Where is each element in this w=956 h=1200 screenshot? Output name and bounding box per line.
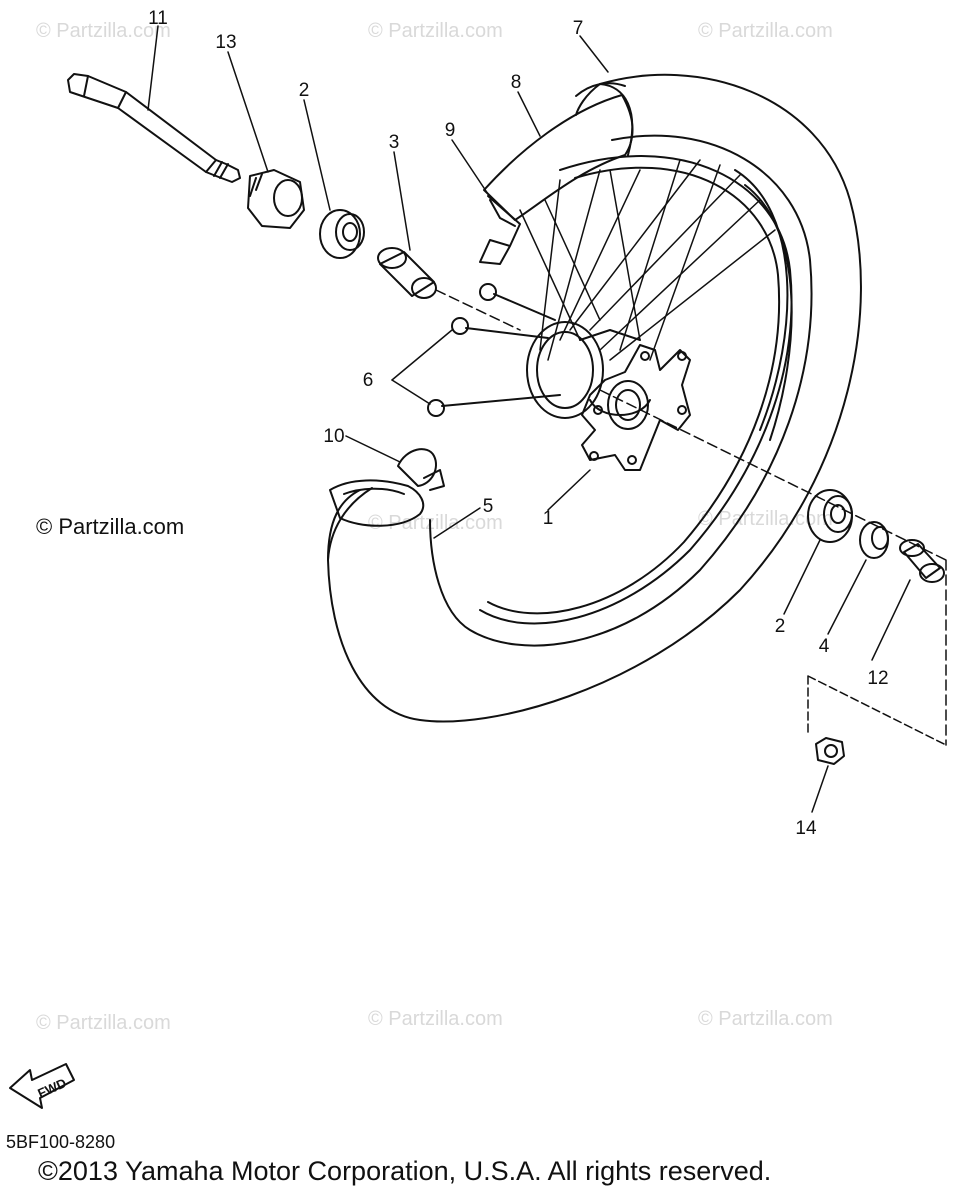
copyright-notice: ©2013 Yamaha Motor Corporation, U.S.A. A…: [38, 1156, 772, 1186]
hub-part-1: [526, 321, 691, 471]
watermark-top-center: © Partzilla.com: [368, 20, 503, 42]
callout-5: 5: [483, 496, 494, 517]
watermark-mid-right: © Partzilla.com: [698, 508, 833, 530]
callout-3: 3: [389, 132, 400, 153]
rim-lock-part-9: [479, 195, 521, 265]
rim: [479, 155, 793, 625]
spokes: [519, 159, 776, 361]
callout-12: 12: [867, 668, 888, 689]
collar-part-12: [899, 539, 945, 583]
valve-part-10: [397, 448, 445, 491]
axis-line: [435, 289, 947, 746]
callout-11: 11: [148, 8, 168, 29]
watermark-bottom-right: © Partzilla.com: [698, 1008, 833, 1030]
oil-seal-part-4: [859, 521, 889, 559]
callout-1: 1: [543, 508, 554, 529]
bearing-lower-part-2: [807, 489, 853, 543]
reference-code: 5BF100-8280: [6, 1132, 116, 1152]
callout-8: 8: [511, 72, 522, 93]
rim-band-part-8: [483, 82, 634, 221]
callout-6: 6: [363, 370, 374, 391]
spacer-part-3: [377, 247, 437, 299]
fwd-arrow-icon: FWD: [9, 1063, 75, 1109]
tube-part-5: [329, 479, 425, 527]
callout-2-upper: 2: [299, 80, 310, 101]
nut-dash-line: [807, 675, 947, 746]
watermark-top-left: © Partzilla.com: [36, 20, 171, 42]
tire-part-7: [327, 73, 862, 723]
bearing-upper-part-2: [319, 209, 365, 259]
collar-part-13: [247, 169, 305, 229]
axle-part-11: [67, 73, 241, 183]
watermark-top-right: © Partzilla.com: [698, 20, 833, 42]
callout-13: 13: [215, 32, 236, 53]
watermark-mid-left: © Partzilla.com: [36, 514, 185, 539]
callout-9: 9: [445, 120, 456, 141]
callout-14: 14: [795, 818, 817, 839]
bolts-part-6: [427, 283, 561, 417]
callout-2-lower: 2: [775, 616, 786, 637]
watermark-bottom-center: © Partzilla.com: [368, 1008, 503, 1030]
nut-part-14: [815, 737, 845, 765]
leader-lines: [147, 25, 911, 813]
callout-10: 10: [323, 426, 344, 447]
watermark-bottom-left: © Partzilla.com: [36, 1012, 171, 1034]
callout-4: 4: [819, 636, 830, 657]
watermark-mid-center: © Partzilla.com: [368, 512, 503, 534]
callout-7: 7: [573, 18, 584, 39]
